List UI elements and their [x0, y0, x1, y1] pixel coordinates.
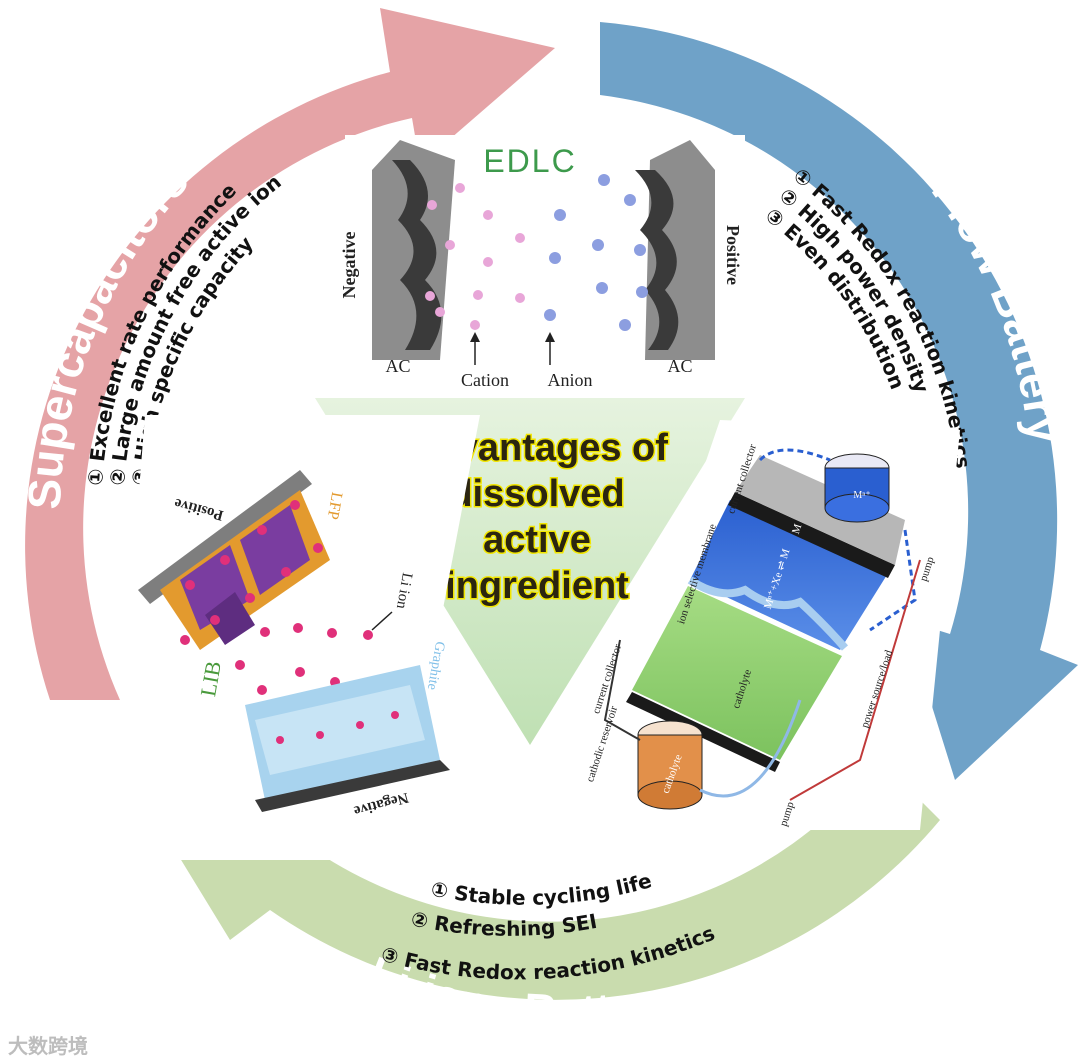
center-line-4: ingredient: [445, 565, 629, 607]
catholyte-tank: catholyte: [637, 720, 703, 810]
center-line-3: active: [483, 519, 591, 561]
cation-dots: [425, 183, 525, 330]
m-top-label: M: [790, 522, 805, 535]
graphite-stack: [245, 665, 440, 800]
anolyte-tank-label: Mⁿ⁺: [853, 490, 870, 501]
edlc-cation-label: Cation: [461, 370, 509, 390]
edlc-title: EDLC: [483, 143, 576, 179]
anion-dots: [544, 174, 648, 331]
edlc-panel: EDLC Negative Positive AC AC Cation Anio: [339, 135, 745, 395]
lib-negative-plate: [255, 760, 450, 812]
edlc-ac-right: AC: [667, 356, 692, 376]
edlc-positive-label: Positive: [723, 225, 743, 285]
edlc-negative-label: Negative: [339, 232, 359, 299]
supercapacitors-arrow: [25, 8, 555, 700]
li-ion-label: Li ion: [393, 571, 415, 610]
li-ion-battery-arrow: [120, 760, 940, 1000]
li-advantage-1: ① Stable cycling life: [429, 868, 654, 910]
flow-battery-arrow: [600, 22, 1078, 780]
edlc-anion-label: Anion: [548, 370, 593, 390]
anolyte-region: [690, 500, 890, 650]
lib-positive-plate: [138, 470, 312, 604]
lib-panel: Positive LFP Li ion LIB Graphite Negativ…: [110, 415, 480, 860]
edlc-ac-left: AC: [385, 356, 410, 376]
lfp-label: LFP: [324, 491, 346, 521]
lfp-crystal: [160, 490, 330, 650]
watermark: 大数跨境: [8, 1034, 88, 1058]
lib-label: LIB: [195, 659, 226, 698]
flow-panel: Mⁿ⁺ catholyte current collector ion sele…: [580, 420, 960, 830]
anolyte-tank: Mⁿ⁺: [824, 453, 890, 523]
catholyte-region: [632, 586, 842, 760]
center-line-2: dissolved: [449, 473, 624, 515]
